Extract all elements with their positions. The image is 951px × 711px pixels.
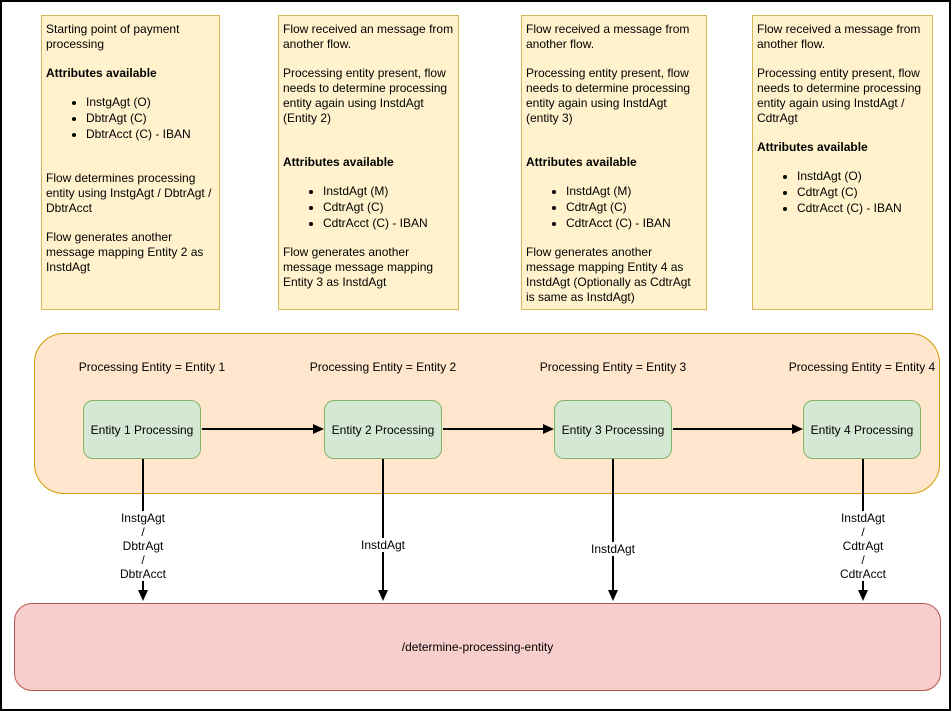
determine-processing-entity-box: /determine-processing-entity: [14, 603, 941, 691]
note-paragraph: Starting point of payment processing: [46, 22, 180, 51]
note-paragraph: Flow generates another message mapping E…: [46, 230, 204, 274]
entity-3-processing-box: Entity 3 Processing: [554, 400, 672, 459]
note-attributes-list: InstdAgt (M)CdtrAgt (C)CdtrAcct (C) - IB…: [526, 184, 702, 231]
note-attributes-list: InstdAgt (M)CdtrAgt (C)CdtrAcct (C) - IB…: [283, 184, 454, 231]
entity-1-processing-box: Entity 1 Processing: [83, 400, 201, 459]
stage-label-2: Processing Entity = Entity 2: [309, 360, 457, 374]
note-box-stage-4: Flow received a message from another flo…: [752, 15, 933, 310]
arrow-entity1-entity2-line: [202, 428, 314, 430]
stage-label-1: Processing Entity = Entity 1: [78, 360, 226, 374]
arrow-entity2-endpoint-line: [382, 459, 384, 591]
note-box-stage-3: Flow received a message from another flo…: [521, 15, 707, 310]
entity-4-processing-box: Entity 4 Processing: [803, 400, 921, 459]
entity-2-processing-box: Entity 2 Processing: [324, 400, 442, 459]
note-heading: Attributes available: [526, 155, 637, 169]
note-paragraph: Processing entity present, flow needs to…: [757, 66, 922, 125]
stage-label-4: Processing Entity = Entity 4: [788, 360, 936, 374]
note-heading: Attributes available: [283, 155, 394, 169]
note-attribute-item: InstdAgt (M): [323, 184, 454, 199]
note-attribute-item: CdtrAcct (C) - IBAN: [566, 216, 702, 231]
note-paragraph: Flow generates another message message m…: [283, 245, 434, 289]
edge-label-entity1: InstgAgt / DbtrAgt / DbtrAcct: [117, 511, 169, 581]
note-paragraph: Processing entity present, flow needs to…: [283, 66, 448, 125]
note-paragraph: Flow determines processing entity using …: [46, 171, 212, 215]
note-attribute-item: CdtrAcct (C) - IBAN: [797, 201, 928, 216]
edge-label-entity2: InstdAgt: [358, 538, 408, 552]
edge-label-entity3: InstdAgt: [588, 542, 638, 556]
stage-label-3: Processing Entity = Entity 3: [539, 360, 687, 374]
note-attribute-item: DbtrAcct (C) - IBAN: [86, 127, 215, 142]
note-paragraph: Flow received a message from another flo…: [757, 22, 921, 51]
note-paragraph: Flow generates another message mapping E…: [526, 245, 691, 304]
note-attributes-list: InstdAgt (O)CdtrAgt (C)CdtrAcct (C) - IB…: [757, 169, 928, 216]
note-attribute-item: CdtrAgt (C): [797, 185, 928, 200]
note-heading: Attributes available: [46, 66, 157, 80]
note-attribute-item: CdtrAcct (C) - IBAN: [323, 216, 454, 231]
note-attributes-list: InstgAgt (O)DbtrAgt (C)DbtrAcct (C) - IB…: [46, 95, 215, 142]
arrow-entity3-endpoint-line: [612, 459, 614, 591]
arrow-entity2-endpoint-head: [378, 590, 388, 601]
arrow-entity1-endpoint-head: [138, 590, 148, 601]
arrow-entity3-entity4-line: [673, 428, 793, 430]
note-paragraph: Flow received an message from another fl…: [283, 22, 454, 51]
arrow-entity4-endpoint-head: [858, 590, 868, 601]
note-attribute-item: InstgAgt (O): [86, 95, 215, 110]
note-box-stage-2: Flow received an message from another fl…: [278, 15, 459, 310]
arrow-entity3-entity4-head: [792, 423, 803, 434]
note-attribute-item: InstdAgt (M): [566, 184, 702, 199]
arrow-entity3-endpoint-head: [608, 590, 618, 601]
arrow-entity1-entity2-head: [313, 423, 324, 434]
note-attribute-item: CdtrAgt (C): [566, 200, 702, 215]
note-attribute-item: InstdAgt (O): [797, 169, 928, 184]
edge-label-entity4: InstdAgt / CdtrAgt / CdtrAcct: [837, 511, 889, 581]
note-attribute-item: CdtrAgt (C): [323, 200, 454, 215]
note-paragraph: Flow received a message from another flo…: [526, 22, 690, 51]
endpoint-label: /determine-processing-entity: [401, 640, 554, 654]
arrow-entity2-entity3-line: [443, 428, 544, 430]
note-attribute-item: DbtrAgt (C): [86, 111, 215, 126]
note-heading: Attributes available: [757, 140, 868, 154]
arrow-entity2-entity3-head: [543, 423, 554, 434]
note-paragraph: Processing entity present, flow needs to…: [526, 66, 691, 125]
